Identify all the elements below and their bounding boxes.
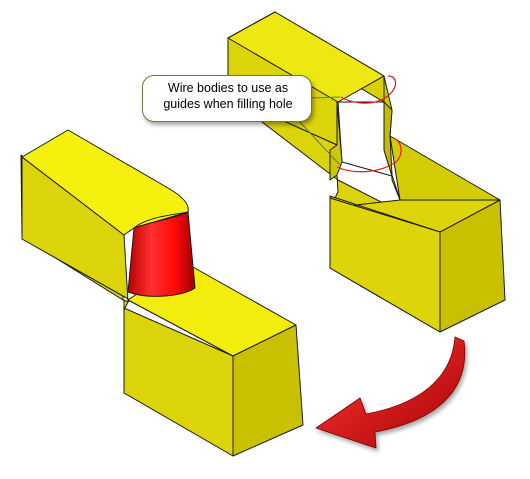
arrow-body [315, 336, 466, 449]
hole-wall-left [329, 101, 343, 181]
wire-guide-upper [340, 75, 397, 104]
filled-surface-top-edge [133, 211, 189, 229]
part-filled [20, 129, 304, 457]
lower-right-side [232, 324, 304, 457]
right-side-face [439, 199, 506, 333]
callout-line-2: guides when filling hole [163, 97, 293, 111]
hole-wall-right [383, 101, 393, 177]
filled-surface [127, 211, 196, 297]
wire-guide-lower [336, 137, 402, 173]
callout-box: Wire bodies to use as guides when fillin… [142, 75, 312, 122]
lower-left [123, 299, 129, 311]
curved-arrow-left-icon [315, 336, 466, 449]
wire-guides [336, 75, 402, 173]
callout-line-1: Wire bodies to use as [167, 81, 289, 95]
callout-leaders [297, 96, 341, 166]
